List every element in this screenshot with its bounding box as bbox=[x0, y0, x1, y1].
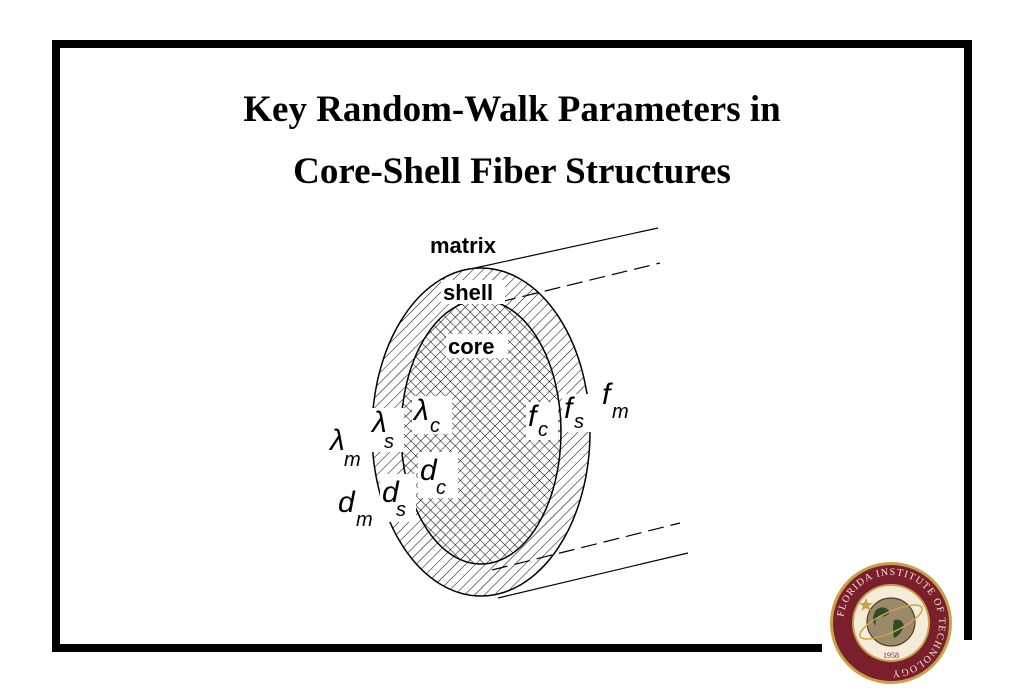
lambda-c-symbol: λ c bbox=[412, 394, 452, 437]
star-icon bbox=[859, 598, 873, 611]
svg-text:λ: λ bbox=[412, 394, 429, 427]
svg-text:f: f bbox=[602, 378, 613, 411]
matrix-bottom-line bbox=[497, 552, 689, 599]
svg-text:c: c bbox=[430, 415, 440, 437]
slide-title-line-1: Key Random-Walk Parameters in bbox=[243, 89, 781, 130]
f-m-symbol: f m bbox=[602, 378, 629, 423]
svg-text:s: s bbox=[396, 499, 406, 521]
svg-text:λ: λ bbox=[328, 424, 345, 457]
svg-text:d: d bbox=[338, 486, 356, 519]
d-s-symbol: d s bbox=[380, 474, 416, 522]
seal-year: 1958 bbox=[883, 651, 899, 660]
svg-text:m: m bbox=[344, 449, 361, 471]
f-c-symbol: f c bbox=[526, 400, 558, 441]
slide-title-line-2: Core-Shell Fiber Structures bbox=[293, 151, 731, 192]
slide-frame-right bbox=[964, 40, 972, 640]
svg-text:s: s bbox=[384, 431, 394, 453]
svg-text:f: f bbox=[564, 392, 575, 425]
lambda-m-symbol: λ m bbox=[328, 424, 361, 471]
svg-text:λ: λ bbox=[370, 406, 387, 439]
matrix-label-bg bbox=[428, 233, 514, 257]
d-m-symbol: d m bbox=[338, 486, 373, 531]
d-c-symbol: d c bbox=[418, 452, 458, 499]
svg-text:f: f bbox=[528, 400, 539, 433]
core-shell-fiber-diagram: matrix shell core λ c λ s λ m f c f s f … bbox=[328, 227, 689, 599]
core-label-bg bbox=[446, 334, 508, 358]
svg-text:c: c bbox=[538, 419, 548, 441]
core-label: core bbox=[448, 334, 494, 359]
institute-seal-logo: FLORIDA INSTITUTE OF TECHNOLOGY 1958 bbox=[830, 562, 952, 684]
shell-label-bg bbox=[441, 280, 505, 304]
svg-text:d: d bbox=[420, 454, 438, 487]
orbit-ring bbox=[859, 604, 923, 640]
svg-text:s: s bbox=[574, 411, 584, 433]
shell-label: shell bbox=[443, 280, 493, 305]
lambda-s-symbol: λ s bbox=[370, 406, 404, 453]
slide-frame-bottom bbox=[52, 644, 822, 652]
slide-frame-left bbox=[52, 40, 60, 652]
svg-text:m: m bbox=[356, 509, 373, 531]
svg-text:m: m bbox=[612, 401, 629, 423]
slide-frame-top bbox=[52, 40, 972, 48]
svg-text:d: d bbox=[382, 476, 400, 509]
matrix-top-line bbox=[474, 227, 659, 269]
matrix-label: matrix bbox=[430, 233, 497, 258]
f-s-symbol: f s bbox=[562, 392, 592, 433]
svg-text:c: c bbox=[436, 477, 446, 499]
